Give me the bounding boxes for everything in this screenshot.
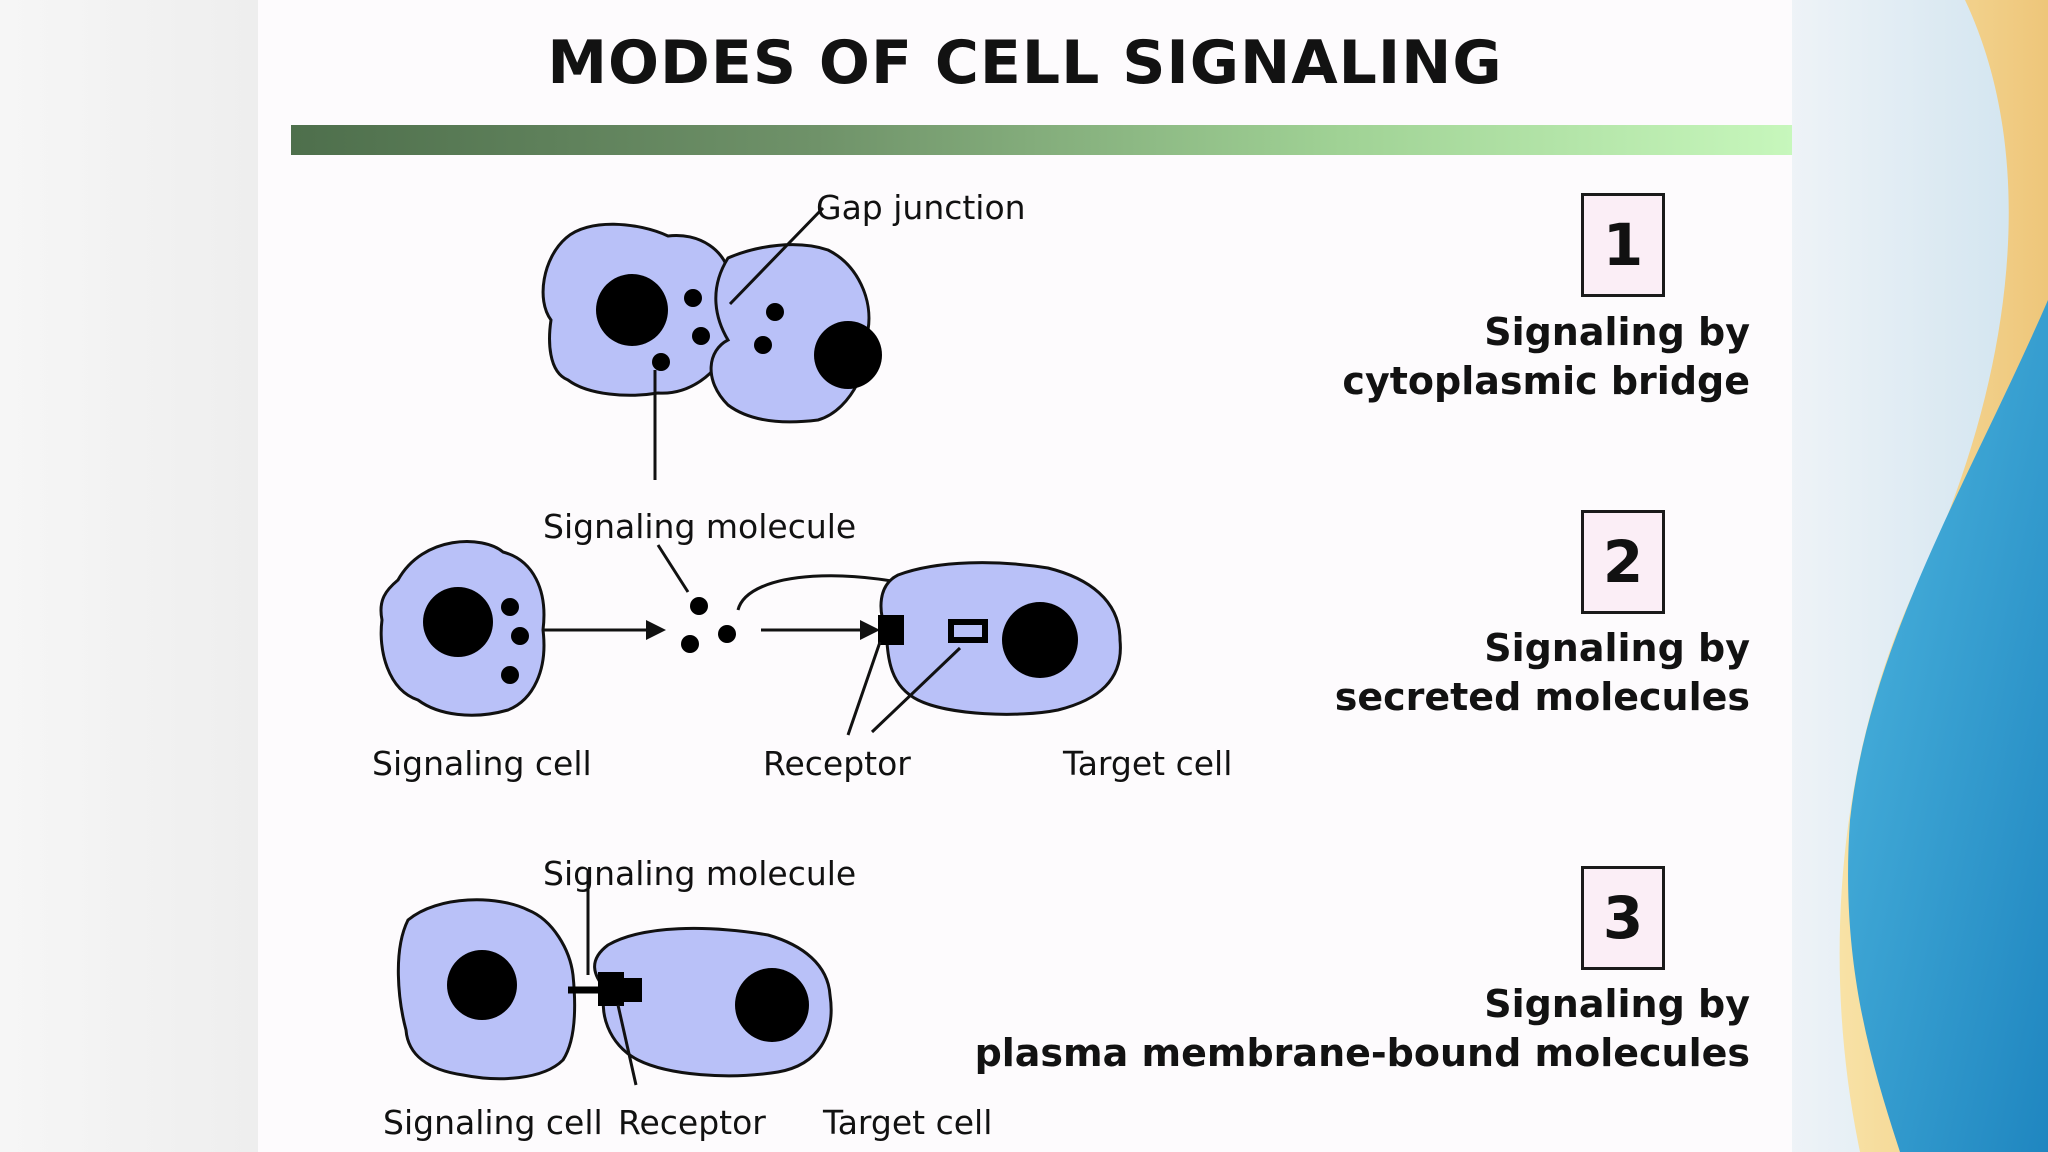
mode-3-caption: Signaling by plasma membrane-bound molec… (975, 980, 1750, 1078)
receptor-label-2: Receptor (763, 744, 911, 783)
background-left (0, 0, 258, 1152)
mode-1-number-box: 1 (1581, 193, 1665, 297)
mode-3-caption-line-1: Signaling by (1484, 982, 1750, 1026)
mode-2-molecule (690, 597, 708, 615)
mode-2-diagram: Signaling molecule Signaling cell Recept… (372, 507, 1232, 783)
cell-signaling-figure: Gap junction Signaling molecule (372, 188, 1232, 1142)
mode-1-left-nucleus (596, 274, 668, 346)
mode-1-caption: Signaling by cytoplasmic bridge (1342, 308, 1750, 406)
signaling-molecule-label-3: Signaling molecule (543, 854, 856, 893)
membrane-bound-receptor (598, 972, 624, 1006)
diffusion-arrowhead (860, 620, 880, 640)
mode-3-caption-line-2: plasma membrane-bound molecules (974, 1031, 1750, 1075)
mode-3-target-nucleus (735, 968, 809, 1042)
mode-2-target-cell (879, 561, 1122, 716)
mode-1-diagram: Gap junction (541, 188, 1026, 480)
slide-title: MODES OF CELL SIGNALING (547, 28, 1503, 98)
mode-1-molecule (684, 289, 702, 307)
mode-1-molecule (692, 327, 710, 345)
mode-2-signaling-nucleus (423, 587, 493, 657)
mode-1-molecule (652, 353, 670, 371)
mode-2-number: 2 (1602, 528, 1644, 596)
intracellular-receptor (948, 619, 988, 643)
mode-2-caption-line-2: secreted molecules (1334, 675, 1750, 719)
receptor-pointer-b (870, 646, 962, 734)
mode-1-molecule (766, 303, 784, 321)
slide-panel: MODES OF CELL SIGNALING Gap junction Sig… (258, 0, 1792, 1152)
mode-2-molecule (718, 625, 736, 643)
mode-2-molecule (681, 635, 699, 653)
mode-2-vesicle (501, 666, 519, 684)
mode-3-diagram: Signaling molecule Signaling cell Recept… (383, 854, 992, 1142)
mode-1-number: 1 (1602, 211, 1644, 279)
gap-junction-pointer (728, 206, 825, 306)
mode-3-number-box: 3 (1581, 866, 1665, 970)
mode-2-target-nucleus (1002, 602, 1078, 678)
mode-3-signaling-nucleus (447, 950, 517, 1020)
surface-receptor-bound (878, 615, 904, 645)
signaling-cell-label-2: Signaling cell (372, 744, 592, 783)
signaling-cell-label-3: Signaling cell (383, 1103, 603, 1142)
mode-1-right-nucleus (814, 321, 882, 389)
mode-2-vesicle (511, 627, 529, 645)
mode-3-number: 3 (1602, 884, 1644, 952)
signaling-molecule-pointer-2 (656, 544, 690, 593)
receptor-pointer-3 (616, 1004, 638, 1086)
mode-1-molecule (754, 336, 772, 354)
mode-2-caption: Signaling by secreted molecules (1335, 624, 1750, 722)
secretion-arrowhead (646, 620, 666, 640)
target-cell-label-2: Target cell (1062, 744, 1232, 783)
decorative-wave (1790, 0, 2048, 1152)
membrane-bound-receptor-arm (624, 978, 642, 1002)
mode-1-caption-line-1: Signaling by (1484, 310, 1750, 354)
receptor-pointer-a (846, 641, 882, 736)
mode-2-number-box: 2 (1581, 510, 1665, 614)
mode-2-caption-line-1: Signaling by (1484, 626, 1750, 670)
receptor-label-3: Receptor (618, 1103, 766, 1142)
mode-1-caption-line-2: cytoplasmic bridge (1342, 359, 1750, 403)
target-cell-label-3: Target cell (822, 1103, 992, 1142)
gap-junction-label: Gap junction (816, 188, 1026, 227)
signaling-molecule-label-2: Signaling molecule (543, 507, 856, 546)
mode-2-vesicle (501, 598, 519, 616)
title-underline-bar (291, 125, 1792, 155)
